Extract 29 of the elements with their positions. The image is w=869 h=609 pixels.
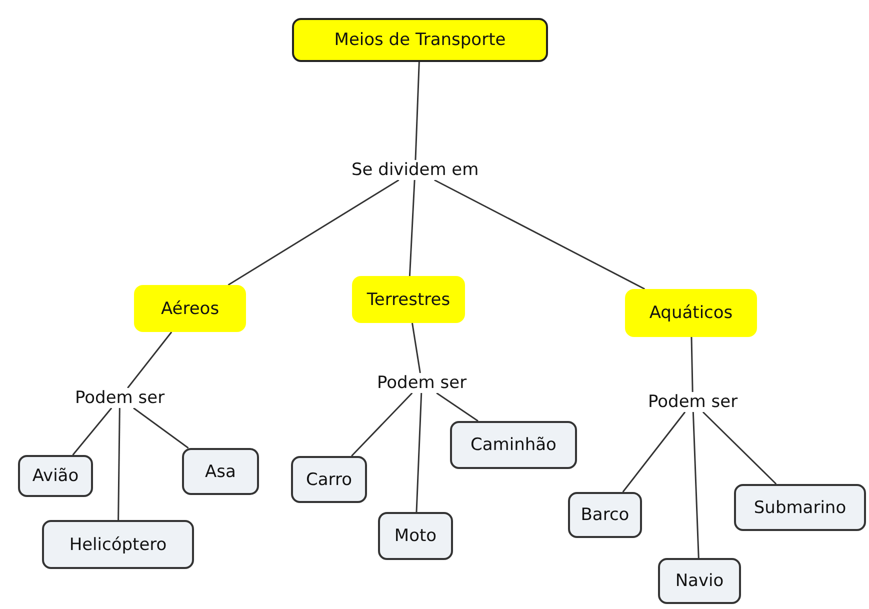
connector-line xyxy=(72,408,112,456)
connector-line xyxy=(416,392,422,512)
concept-box: Helicóptero xyxy=(42,520,194,569)
concept-box: Submarino xyxy=(734,484,866,531)
connector-line xyxy=(702,411,777,485)
connector-line xyxy=(228,179,400,286)
concept-box: Asa xyxy=(182,448,259,495)
concept-box: Avião xyxy=(18,455,93,497)
concept-box: Terrestres xyxy=(352,276,465,323)
connector-line xyxy=(414,62,420,160)
connector-line xyxy=(434,179,646,290)
concept-box: Caminhão xyxy=(450,421,577,469)
concept-box: Aquáticos xyxy=(625,289,757,337)
connector-line xyxy=(133,407,189,449)
concept-box: Meios de Transporte xyxy=(292,18,548,62)
concept-box: Aéreos xyxy=(134,285,246,332)
connector-line xyxy=(127,332,172,388)
concept-box: Navio xyxy=(658,558,741,604)
concept-box: Barco xyxy=(568,492,642,538)
connector-line xyxy=(622,412,686,492)
concept-box: Carro xyxy=(291,456,367,503)
connector-line xyxy=(690,336,694,392)
connector-line xyxy=(351,392,413,457)
connector-line xyxy=(408,180,416,276)
connector-line xyxy=(436,392,478,422)
connector-line xyxy=(118,408,120,520)
concept-box: Moto xyxy=(378,512,453,560)
connector-line xyxy=(692,412,700,558)
connector-line xyxy=(412,322,421,374)
